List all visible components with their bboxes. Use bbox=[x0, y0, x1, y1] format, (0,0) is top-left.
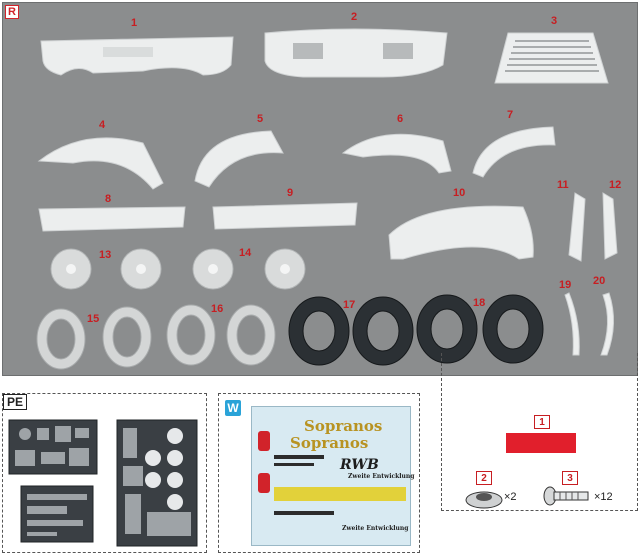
part-number-19: 19 bbox=[559, 279, 572, 291]
part-blade-19 bbox=[564, 292, 580, 356]
extra-part-3-qty: ×12 bbox=[594, 491, 613, 503]
part-number-17: 17 bbox=[343, 299, 356, 311]
red-tape-strip bbox=[506, 433, 576, 453]
decal-red-light-upper bbox=[258, 431, 270, 451]
part-number-5: 5 bbox=[257, 113, 264, 125]
part-number-13: 13 bbox=[99, 249, 112, 261]
part-side-skirt-9 bbox=[212, 202, 358, 230]
extra-part-3-label: 3 bbox=[562, 471, 578, 485]
part-number-1: 1 bbox=[131, 17, 138, 29]
part-wing bbox=[388, 205, 534, 260]
extra-parts-panel: 1 2 ×2 3 ×12 bbox=[441, 353, 638, 511]
resin-tag: R bbox=[5, 5, 19, 19]
part-number-7: 7 bbox=[507, 109, 514, 121]
part-number-3: 3 bbox=[551, 15, 558, 27]
photo-etch-panel: PE bbox=[2, 393, 207, 553]
part-number-6: 6 bbox=[397, 113, 404, 125]
decal-tag: W bbox=[225, 400, 241, 416]
part-tires bbox=[288, 294, 544, 366]
part-washer-icon bbox=[465, 491, 503, 509]
part-number-15: 15 bbox=[87, 313, 100, 325]
decal-stripe bbox=[274, 511, 334, 515]
decal-red-light-lower bbox=[258, 473, 270, 493]
part-number-14: 14 bbox=[239, 247, 252, 259]
decal-sopranos-1: Sopranos bbox=[304, 417, 383, 435]
decal-panel: W Sopranos Sopranos RWB Zweite Entwicklu… bbox=[218, 393, 420, 553]
decal-sheet: Sopranos Sopranos RWB Zweite Entwicklung… bbox=[251, 406, 415, 546]
part-front-bumper bbox=[264, 28, 448, 78]
part-fender-5 bbox=[194, 130, 284, 188]
decal-stripe bbox=[274, 455, 324, 459]
part-blade-20 bbox=[600, 292, 615, 356]
resin-parts-drawing bbox=[36, 28, 618, 370]
part-canard-11 bbox=[568, 192, 586, 262]
part-number-20: 20 bbox=[593, 275, 606, 287]
decal-zweite-1: Zweite Entwicklung bbox=[348, 473, 415, 480]
part-number-10: 10 bbox=[453, 187, 466, 199]
part-number-16: 16 bbox=[211, 303, 224, 315]
part-number-18: 18 bbox=[473, 297, 486, 309]
part-canard-12 bbox=[602, 192, 618, 260]
photo-etch-sheets bbox=[8, 419, 198, 547]
part-number-4: 4 bbox=[99, 119, 106, 131]
part-number-12: 12 bbox=[609, 179, 622, 191]
part-wheel-faces bbox=[50, 248, 306, 290]
part-wheel-barrels bbox=[36, 304, 276, 370]
decal-sopranos-2: Sopranos bbox=[290, 434, 369, 452]
part-fender-4 bbox=[37, 137, 164, 190]
extra-part-2-label: 2 bbox=[476, 471, 492, 485]
part-fender-6 bbox=[341, 133, 452, 174]
part-number-11: 11 bbox=[557, 179, 569, 191]
part-fender-7 bbox=[472, 126, 556, 178]
extra-part-2-qty: ×2 bbox=[504, 491, 517, 503]
decal-yellow-banner bbox=[274, 487, 406, 501]
decal-stripe bbox=[274, 463, 314, 466]
decal-zweite-2: Zweite Entwicklung bbox=[342, 525, 409, 532]
part-number-2: 2 bbox=[351, 11, 358, 23]
decal-rwb: RWB bbox=[340, 457, 379, 473]
part-screw-icon bbox=[543, 486, 589, 506]
photo-etch-tag: PE bbox=[3, 394, 28, 410]
part-side-skirt-8 bbox=[38, 206, 186, 232]
resin-parts-panel: R bbox=[2, 2, 638, 376]
extra-part-1-label: 1 bbox=[534, 415, 550, 429]
part-number-9: 9 bbox=[287, 187, 294, 199]
part-number-8: 8 bbox=[105, 193, 112, 205]
